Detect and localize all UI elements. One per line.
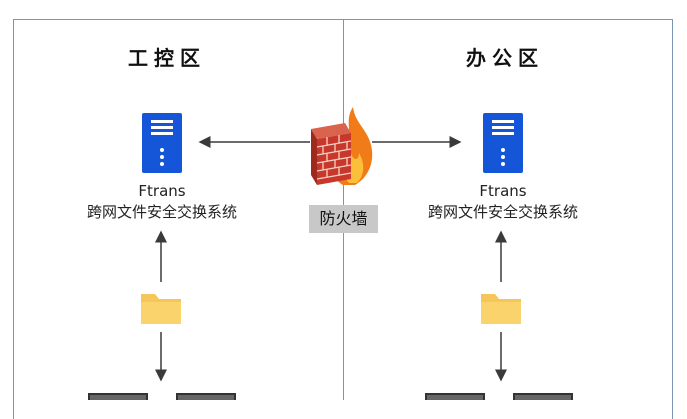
left-folder-icon bbox=[141, 294, 181, 324]
right-server-description: 跨网文件安全交换系统 bbox=[427, 203, 578, 221]
connector-arrows bbox=[155, 136, 507, 382]
right-server-name: Ftrans bbox=[479, 182, 527, 200]
right-server-icon bbox=[483, 113, 523, 173]
left-zone-title: 工控区 bbox=[128, 46, 206, 70]
right-workstation-icon bbox=[425, 393, 573, 400]
left-server-icon bbox=[142, 113, 182, 173]
left-server-name: Ftrans bbox=[138, 182, 186, 200]
right-zone-title: 办公区 bbox=[466, 46, 544, 70]
left-workstation-icon bbox=[88, 393, 236, 400]
right-folder-icon bbox=[481, 294, 521, 324]
firewall-label: 防火墙 bbox=[309, 205, 378, 233]
left-server-description: 跨网文件安全交换系统 bbox=[86, 203, 237, 221]
firewall-icon bbox=[311, 107, 373, 185]
